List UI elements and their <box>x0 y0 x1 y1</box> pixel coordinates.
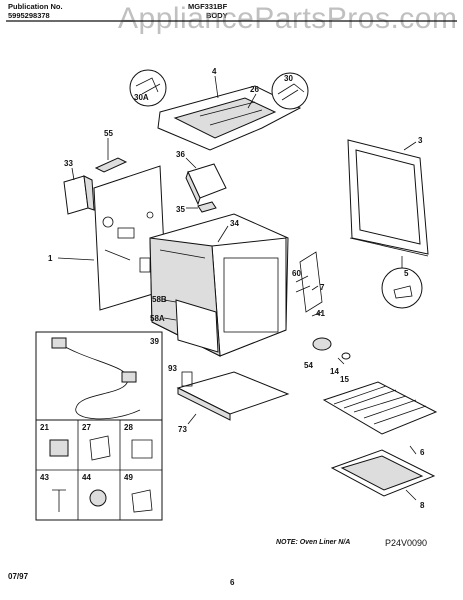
part-number: 34 <box>230 219 239 228</box>
section-title: BODY <box>206 11 228 20</box>
bracket-part <box>94 157 128 173</box>
part-number: 26 <box>250 85 259 94</box>
part-number: 5 <box>404 269 409 278</box>
callout-30-detail <box>271 72 309 110</box>
part-number: 39 <box>150 337 159 346</box>
footer-date: 07/97 <box>8 572 29 581</box>
top-cover-part <box>157 85 302 151</box>
part-number: 49 <box>124 473 133 482</box>
part-number: 41 <box>316 309 325 318</box>
part-number: 33 <box>64 159 73 168</box>
part-number: 6 <box>420 448 425 457</box>
part-number: 7 <box>320 283 325 292</box>
part-number: 30A <box>134 93 149 102</box>
broiler-pan-part <box>330 449 436 497</box>
oven-body-part <box>149 213 289 357</box>
part-number: 60 <box>292 269 301 278</box>
leader-lines <box>57 75 417 501</box>
side-panel-part <box>347 139 429 257</box>
part-number: 58A <box>150 314 165 323</box>
part-number: 4 <box>212 67 217 76</box>
footer-page: 6 <box>230 578 235 587</box>
power-cord-box <box>35 331 163 429</box>
part-number: 35 <box>176 205 185 214</box>
part-number: 44 <box>82 473 91 482</box>
small-fittings-part <box>312 337 351 365</box>
note-text: NOTE: Oven Liner N/A <box>276 539 350 546</box>
model-number: MGF331BF <box>188 2 228 11</box>
oven-rack-part <box>322 381 438 435</box>
bottom-plate-part <box>176 371 290 421</box>
part-number: 43 <box>40 473 49 482</box>
part-number: 14 <box>330 367 339 376</box>
vent-duct-part <box>185 163 227 206</box>
part-number: 8 <box>420 501 425 510</box>
watermark: AppliancePartsPros.com <box>118 2 458 35</box>
small-parts-grid <box>35 419 163 521</box>
door-hinge-part <box>295 251 323 313</box>
diagram-code: P24V0090 <box>385 538 427 548</box>
callout-30a-detail <box>129 69 167 107</box>
publication-label: Publication No. <box>8 2 63 11</box>
terminal-box-part <box>63 175 95 215</box>
part-number: 55 <box>104 129 113 138</box>
part-number: 93 <box>168 364 177 373</box>
part-number: 73 <box>178 425 187 434</box>
part-number: 21 <box>40 423 49 432</box>
part-number: 27 <box>82 423 91 432</box>
part-number: 3 <box>418 136 423 145</box>
part-number: 1 <box>48 254 53 263</box>
part-number: 15 <box>340 375 349 384</box>
part-number: 54 <box>304 361 313 370</box>
callout-5-detail <box>381 256 423 309</box>
part-number: 58B <box>152 295 167 304</box>
part-number: 30 <box>284 74 293 83</box>
publication-number: 5995298378 <box>8 11 50 20</box>
small-plate-part <box>197 201 217 213</box>
part-number: 36 <box>176 150 185 159</box>
part-number: 28 <box>124 423 133 432</box>
